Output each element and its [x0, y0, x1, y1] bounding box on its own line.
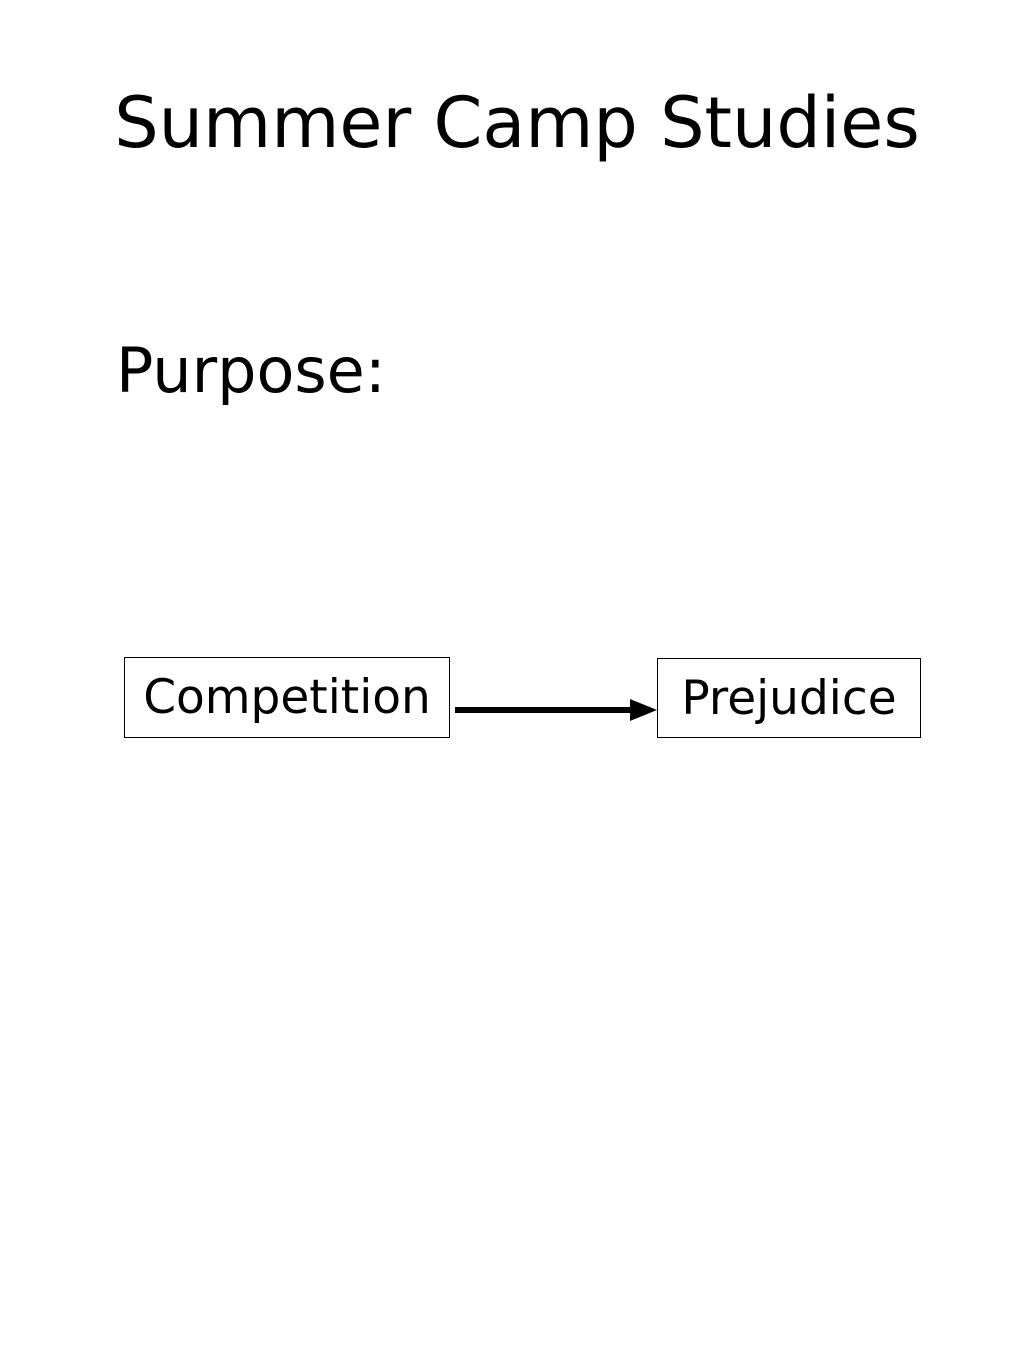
causal-arrow — [455, 699, 657, 721]
prejudice-label: Prejudice — [681, 670, 897, 726]
arrow-head — [630, 699, 657, 721]
competition-box: Competition — [124, 657, 450, 738]
purpose-label: Purpose: — [116, 334, 386, 407]
competition-label: Competition — [143, 670, 431, 725]
slide-title: Summer Camp Studies — [114, 82, 920, 164]
prejudice-box: Prejudice — [657, 658, 921, 738]
